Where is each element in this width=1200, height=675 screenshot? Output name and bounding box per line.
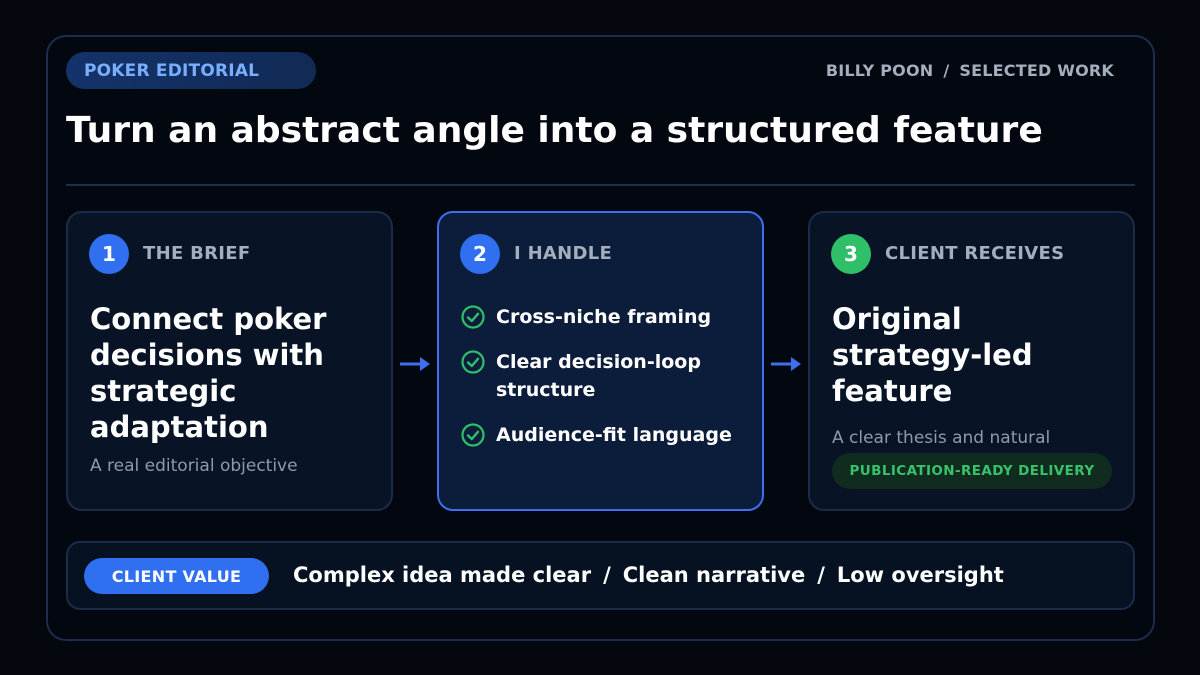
list-item: Clear decision-loop structure: [460, 348, 750, 404]
byline-separator: /: [943, 61, 950, 80]
step-number-badge: 1: [89, 234, 129, 274]
step-label: I HANDLE: [514, 243, 613, 264]
check-circle-icon: [461, 305, 485, 329]
page-title: Turn an abstract angle into a structured…: [66, 110, 1043, 151]
step-label: CLIENT RECEIVES: [885, 243, 1065, 264]
list-item-text: Cross-niche framing: [496, 306, 712, 328]
step-subtext: A clear thesis and natural: [832, 428, 1051, 448]
delivery-badge: PUBLICATION-READY DELIVERY: [832, 453, 1112, 489]
value-point: Clean narrative: [622, 563, 806, 587]
byline-author: BILLY POON: [825, 61, 934, 80]
client-value-bar: CLIENT VALUE Complex idea made clear / Cle…: [66, 541, 1135, 610]
list-item-text: Clear decision-loop structure: [496, 351, 701, 401]
step-number-badge: 3: [831, 234, 871, 274]
value-separator: /: [817, 563, 825, 587]
arrow-right-icon: [771, 357, 801, 371]
step-card-receives: 3 CLIENT RECEIVES Original strategy-led …: [808, 211, 1135, 511]
category-tag: POKER EDITORIAL: [66, 52, 316, 89]
value-point: Low oversight: [836, 563, 1004, 587]
step-label: THE BRIEF: [143, 243, 251, 264]
deliverables-list: Cross-niche framing Clear decision-loop …: [460, 303, 750, 466]
value-separator: /: [603, 563, 611, 587]
check-circle-icon: [461, 350, 485, 374]
divider: [66, 184, 1135, 186]
byline: BILLY POON / SELECTED WORK: [826, 61, 1114, 80]
list-item: Cross-niche framing: [460, 303, 750, 331]
step-card-handle: 2 I HANDLE Cross-niche framing Clear dec…: [437, 211, 764, 511]
step-headline: Original strategy-led feature: [832, 302, 1033, 408]
client-value-pill: CLIENT VALUE: [84, 558, 269, 594]
step-card-brief: 1 THE BRIEF Connect poker decisions with…: [66, 211, 393, 511]
value-point: Complex idea made clear: [293, 563, 592, 587]
step-headline: Connect poker decisions with strategic a…: [90, 302, 327, 444]
byline-section: SELECTED WORK: [959, 61, 1114, 80]
step-subtext: A real editorial objective: [90, 456, 298, 476]
arrow-right-icon: [400, 357, 430, 371]
value-points: Complex idea made clear / Clean narrative /…: [293, 563, 1004, 587]
list-item-text: Audience-fit language: [496, 424, 732, 446]
list-item: Audience-fit language: [460, 421, 750, 449]
step-number-badge: 2: [460, 234, 500, 274]
category-tag-label: POKER EDITORIAL: [84, 60, 260, 81]
check-circle-icon: [461, 423, 485, 447]
